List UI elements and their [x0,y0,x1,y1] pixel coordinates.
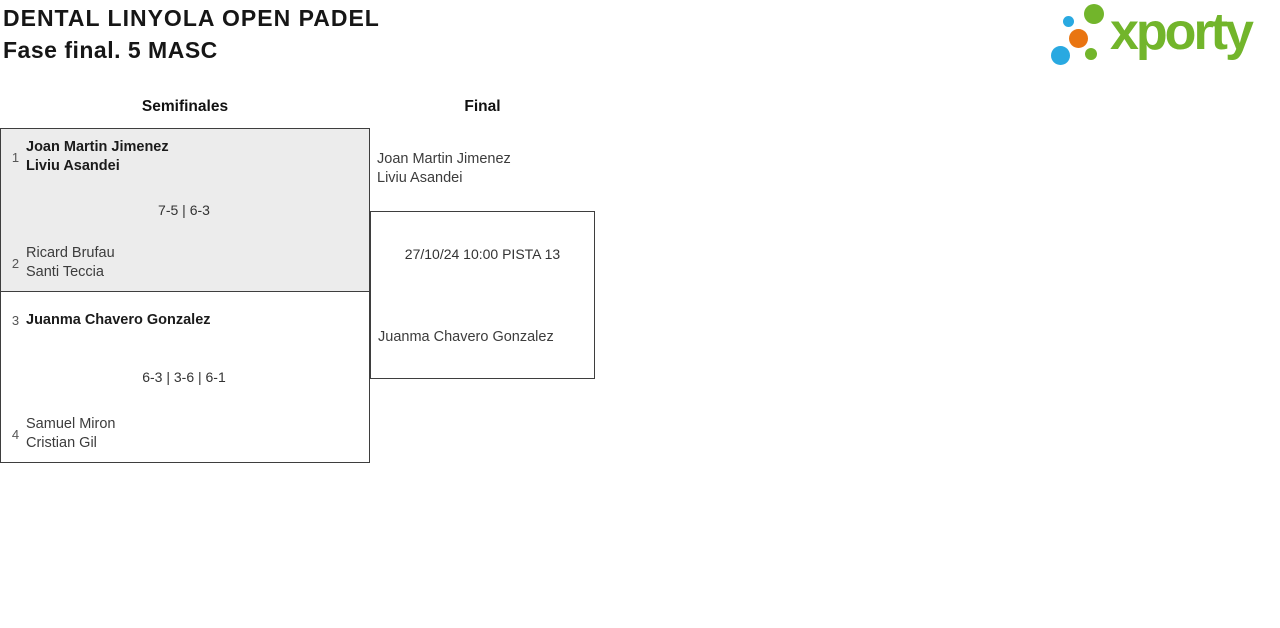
logo-dot-green-large-icon [1084,4,1104,24]
logo-dot-green-small-icon [1085,48,1097,60]
final-schedule: 27/10/24 10:00 PISTA 13 [404,246,561,262]
player-name: Juanma Chavero Gonzalez [378,329,554,345]
seed-number: 4 [11,426,20,442]
seed-number: 1 [11,149,20,165]
match-score: 6-3 | 3-6 | 6-1 [142,369,226,385]
match-score: 7-5 | 6-3 [158,202,210,218]
seed-number: 3 [11,312,20,328]
semifinal-match-2[interactable]: 3 Juanma Chavero Gonzalez 6-3 | 3-6 | 6-… [0,291,370,463]
team-names: Samuel Miron Cristian Gil [24,415,115,453]
team-names: Joan Martin Jimenez Liviu Asandei [24,138,169,176]
player-name: Joan Martin Jimenez [26,139,169,155]
xporty-logo: xporty [1048,0,1280,70]
player-name: Joan Martin Jimenez [377,151,511,167]
player-name: Liviu Asandei [26,158,120,174]
column-header-final: Final [464,98,501,115]
player-name: Cristian Gil [26,435,97,451]
player-name: Juanma Chavero Gonzalez [26,311,211,328]
xporty-logo-text: xporty [1110,3,1254,61]
logo-dot-blue-small-icon [1063,16,1074,27]
team-names: Juanma Chavero Gonzalez [24,311,211,330]
title-block: DENTAL LINYOLA OPEN PADEL Fase final. 5 … [3,3,380,67]
final-match[interactable]: 27/10/24 10:00 PISTA 13 Juanma Chavero G… [370,211,595,379]
logo-dot-orange-icon [1069,29,1088,48]
logo-dot-blue-large-icon [1051,46,1070,65]
phase-subtitle: Fase final. 5 MASC [3,37,218,63]
semifinal-2-team-2: 4 Samuel Miron Cristian Gil [7,414,361,454]
column-header-semifinals: Semifinales [141,98,229,115]
team-names: Ricard Brufau Santi Teccia [24,244,115,282]
final-team-1: Joan Martin Jimenez Liviu Asandei [377,150,511,188]
semifinal-1-team-1: 1 Joan Martin Jimenez Liviu Asandei [7,137,361,177]
player-name: Liviu Asandei [377,170,463,186]
tournament-title: DENTAL LINYOLA OPEN PADEL [3,5,380,31]
semifinal-1-team-2: 2 Ricard Brufau Santi Teccia [7,243,361,283]
player-name: Samuel Miron [26,416,116,432]
player-name: Ricard Brufau [26,245,115,261]
semifinal-2-team-1: 3 Juanma Chavero Gonzalez [7,300,361,340]
semifinal-match-1[interactable]: 1 Joan Martin Jimenez Liviu Asandei 7-5 … [0,128,370,292]
player-name: Santi Teccia [26,264,104,280]
seed-number: 2 [11,255,20,271]
final-team-2: Juanma Chavero Gonzalez [378,328,554,347]
